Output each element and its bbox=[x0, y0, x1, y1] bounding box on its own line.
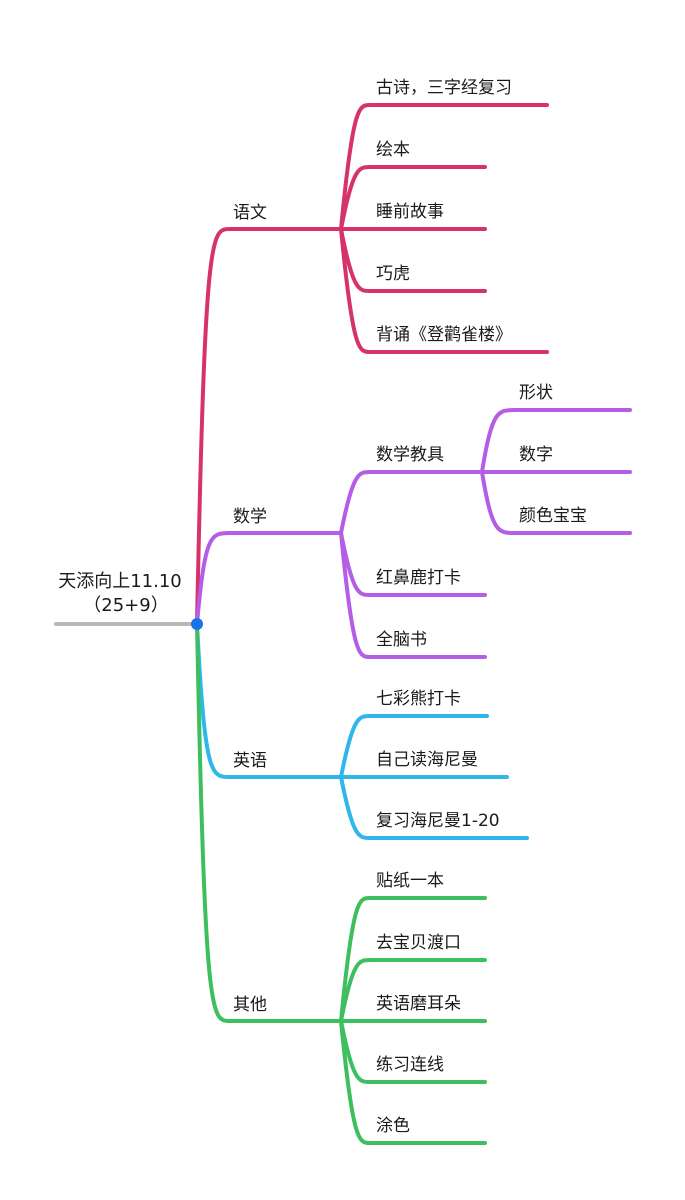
branch-line-1 bbox=[195, 531, 343, 626]
branch-1-child-0-sub-label-1[interactable]: 数字 bbox=[519, 445, 553, 465]
branch-label-1[interactable]: 数学 bbox=[233, 507, 267, 527]
branch-3-child-line-1 bbox=[339, 958, 487, 1023]
branch-line-3 bbox=[195, 622, 343, 1023]
branch-3-child-line-4 bbox=[339, 1019, 487, 1145]
branch-2-child-label-2[interactable]: 复习海尼曼1-20 bbox=[376, 811, 500, 831]
branch-label-2[interactable]: 英语 bbox=[233, 751, 267, 771]
branch-3-child-label-2[interactable]: 英语磨耳朵 bbox=[376, 994, 461, 1014]
branch-1-child-label-0[interactable]: 数学教具 bbox=[376, 445, 444, 465]
branch-3-child-label-3[interactable]: 练习连线 bbox=[376, 1055, 444, 1075]
branch-line-0 bbox=[195, 227, 343, 626]
branch-2-child-line-2 bbox=[339, 775, 529, 840]
branch-0-child-line-3 bbox=[339, 227, 487, 293]
branch-line-2 bbox=[195, 622, 343, 779]
branch-2-child-label-0[interactable]: 七彩熊打卡 bbox=[376, 689, 461, 709]
branch-3-child-line-0 bbox=[339, 896, 487, 1023]
branch-0-child-label-3[interactable]: 巧虎 bbox=[376, 264, 410, 284]
branch-2-child-label-1[interactable]: 自己读海尼曼 bbox=[376, 750, 478, 770]
labels-layer: 天添向上11.10 （25+9） 语文 古诗，三字经复习绘本睡前故事巧虎背诵《登鹳… bbox=[58, 78, 587, 1136]
root-title-line2: （25+9） bbox=[83, 595, 168, 616]
branch-label-0[interactable]: 语文 bbox=[233, 203, 267, 223]
edges-layer bbox=[54, 103, 632, 1145]
branch-1-child-line-2 bbox=[339, 531, 487, 659]
branch-0-child-line-4 bbox=[339, 227, 549, 354]
branch-1-child-0-sub-line-2 bbox=[480, 470, 632, 535]
branch-0-child-label-4[interactable]: 背诵《登鹳雀楼》 bbox=[376, 325, 512, 345]
branch-0-child-label-1[interactable]: 绘本 bbox=[376, 140, 410, 160]
branch-3-child-label-1[interactable]: 去宝贝渡口 bbox=[376, 933, 461, 953]
branch-1-child-label-2[interactable]: 全脑书 bbox=[376, 630, 427, 650]
branch-label-3[interactable]: 其他 bbox=[233, 995, 267, 1015]
branch-1-child-0-sub-label-2[interactable]: 颜色宝宝 bbox=[519, 506, 587, 526]
branch-1-child-0-sub-line-0 bbox=[480, 408, 632, 474]
root-title-line1: 天添向上11.10 bbox=[58, 571, 182, 592]
branch-1-child-0-sub-label-0[interactable]: 形状 bbox=[519, 383, 553, 403]
branch-1-child-line-0 bbox=[339, 470, 487, 535]
branch-1-child-label-1[interactable]: 红鼻鹿打卡 bbox=[376, 568, 461, 588]
branch-3-child-label-0[interactable]: 贴纸一本 bbox=[376, 871, 444, 891]
branch-0-child-label-0[interactable]: 古诗，三字经复习 bbox=[376, 78, 512, 98]
branch-3-child-label-4[interactable]: 涂色 bbox=[376, 1116, 410, 1136]
branch-2-child-line-0 bbox=[339, 714, 489, 779]
root-node-dot[interactable] bbox=[191, 618, 203, 630]
branch-0-child-label-2[interactable]: 睡前故事 bbox=[376, 202, 444, 222]
branch-0-child-line-0 bbox=[339, 103, 549, 231]
branch-0-child-line-1 bbox=[339, 165, 487, 231]
